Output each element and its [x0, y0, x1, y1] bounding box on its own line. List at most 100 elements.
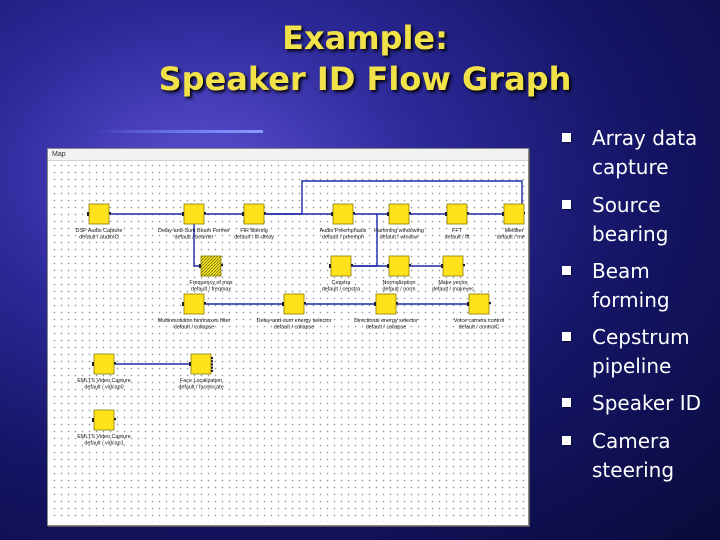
node-dsp-audio-capture: [88, 203, 110, 225]
bullet-text: Speaker ID: [592, 391, 702, 415]
node-sublabel-make-vector: default / makevec: [432, 287, 475, 293]
node-sublabel-multi-resolution-bin-search: default / collapse: [174, 325, 214, 331]
node-label-delay-and-sum-beam-former: Delay-and-Sum Beam Former: [158, 228, 230, 234]
node-sublabel-fft: default / fft: [444, 235, 470, 241]
node-em-video-capture-2: [93, 409, 115, 431]
node-sublabel-directional-energy-selector: default / collapse: [366, 325, 406, 331]
node-sublabel-hamming-windowing: default / window: [380, 235, 419, 241]
node-label-normalization: Normalization: [383, 280, 416, 286]
port-out-face-localization: [211, 357, 213, 360]
port-out-face-localization: [211, 363, 213, 366]
port-out-delay-and-sum-energy-selector: [304, 302, 306, 305]
port-out-delay-and-sum-beam-former: [204, 212, 206, 215]
port-in-fir-filtering: [242, 212, 244, 216]
node-label-voice-camera-control: Voice camera control: [454, 318, 504, 324]
port-in-hamming-windowing: [387, 212, 389, 216]
node-label-directional-energy-selector: Directional energy selector: [354, 318, 418, 324]
node-sublabel-delay-and-sum-energy-selector: default / collapse: [274, 325, 314, 331]
node-cepstra: [330, 255, 352, 277]
node-label-face-localization: Face Localization: [180, 378, 222, 384]
node-label-multi-resolution-bin-search: Multiresolution bin/maxes filter: [158, 318, 231, 324]
node-sublabel-delay-and-sum-beam-former: default / beamer: [175, 235, 214, 241]
node-frequency-of-max: [200, 255, 222, 277]
port-out-hamming-windowing: [409, 212, 411, 215]
port-out-cepstra: [351, 264, 353, 267]
bullet-square-icon: [562, 332, 571, 341]
port-out-face-localization: [211, 360, 213, 363]
title-divider-rule: [95, 130, 263, 133]
port-in-fft: [445, 212, 447, 216]
port-out-voice-camera-control: [489, 302, 491, 305]
node-label-em-video-capture-2: EMLTS Video Capture: [77, 434, 130, 440]
bullet-text: Beam forming: [592, 259, 670, 312]
node-multi-resolution-bin-search: [183, 293, 205, 315]
node-delay-and-sum-beam-former: [183, 203, 205, 225]
port-in-dsp-audio-capture: [87, 212, 89, 216]
slide-title: Example: Speaker ID Flow Graph: [0, 18, 720, 100]
port-out-face-localization: [211, 366, 213, 369]
bullet-text: Source bearing: [592, 193, 669, 246]
map-window-titlebar[interactable]: Map: [48, 149, 528, 161]
port-in-delay-and-sum-beam-former: [182, 212, 184, 216]
port-out-em-video-capture-1: [114, 362, 116, 365]
port-in-audio-preemphasis: [331, 212, 333, 216]
node-sublabel-face-localization: default / facelocate: [178, 385, 223, 391]
bullet-text: Cepstrum pipeline: [592, 325, 690, 378]
port-out-dsp-audio-capture: [109, 212, 111, 215]
bullet-text: Array data capture: [592, 126, 698, 179]
node-label-make-vector: Make vector: [438, 280, 468, 286]
node-fir-filtering: [243, 203, 265, 225]
bullet-text: Camera steering: [592, 429, 675, 482]
port-in-frequency-of-max: [199, 264, 201, 268]
node-face-localization: [190, 353, 212, 375]
port-out-multi-resolution-bin-search: [204, 302, 206, 305]
port-out-frequency-of-max: [221, 264, 223, 267]
node-sublabel-melfilter: default / melfilt: [497, 235, 525, 241]
node-sublabel-voice-camera-control: default / controlC: [459, 325, 500, 331]
node-sublabel-fir-filtering: default / fir-delay: [234, 235, 274, 241]
port-out-make-vector: [463, 264, 465, 267]
node-make-vector: [442, 255, 464, 277]
port-in-em-video-capture-1: [92, 362, 94, 366]
slide-title-line2: Speaker ID Flow Graph: [158, 60, 572, 98]
node-label-em-video-capture-1: EMLTS Video Capture: [77, 378, 130, 384]
node-voice-camera-control: [468, 293, 490, 315]
port-out-normalization: [409, 264, 411, 267]
node-hamming-windowing: [388, 203, 410, 225]
port-in-melfilter: [502, 212, 504, 216]
port-out-em-video-capture-2: [114, 418, 116, 421]
port-out-directional-energy-selector: [396, 302, 398, 305]
bullet-square-icon: [562, 133, 571, 142]
node-label-delay-and-sum-energy-selector: Delay-and-sum energy selector: [257, 318, 332, 324]
port-in-em-video-capture-2: [92, 418, 94, 422]
port-in-delay-and-sum-energy-selector: [282, 302, 284, 306]
bullet-square-icon: [562, 398, 571, 407]
node-sublabel-cepstra: default / cepstra: [322, 287, 360, 293]
node-sublabel-em-video-capture-1: default / vidcap0: [84, 385, 123, 391]
bullet-square-icon: [562, 200, 571, 209]
bullet-square-icon: [562, 266, 571, 275]
node-label-melfilter: Melfilter: [505, 228, 524, 234]
bullet-square-icon: [562, 436, 571, 445]
node-label-fir-filtering: FIR filtering: [240, 228, 268, 234]
port-in-make-vector: [441, 264, 443, 268]
port-out-fft: [467, 212, 469, 215]
port-in-multi-resolution-bin-search: [182, 302, 184, 306]
node-sublabel-dsp-audio-capture: default / audioIO: [79, 235, 119, 241]
node-melfilter: [503, 203, 525, 225]
node-sublabel-normalization: default / norm: [383, 287, 416, 293]
node-delay-and-sum-energy-selector: [283, 293, 305, 315]
port-out-melfilter: [524, 212, 525, 215]
port-in-normalization: [387, 264, 389, 268]
port-in-face-localization: [189, 362, 191, 366]
port-out-fir-filtering: [264, 212, 266, 215]
port-in-cepstra: [329, 264, 331, 268]
node-sublabel-frequency-of-max: default / freqmax: [191, 287, 231, 293]
node-label-audio-preemphasis: Audio Preemphasis: [320, 228, 367, 234]
node-label-dsp-audio-capture: DSP Audio Capture: [76, 228, 123, 234]
port-in-directional-energy-selector: [374, 302, 376, 306]
slide-title-line1: Example:: [282, 19, 448, 57]
